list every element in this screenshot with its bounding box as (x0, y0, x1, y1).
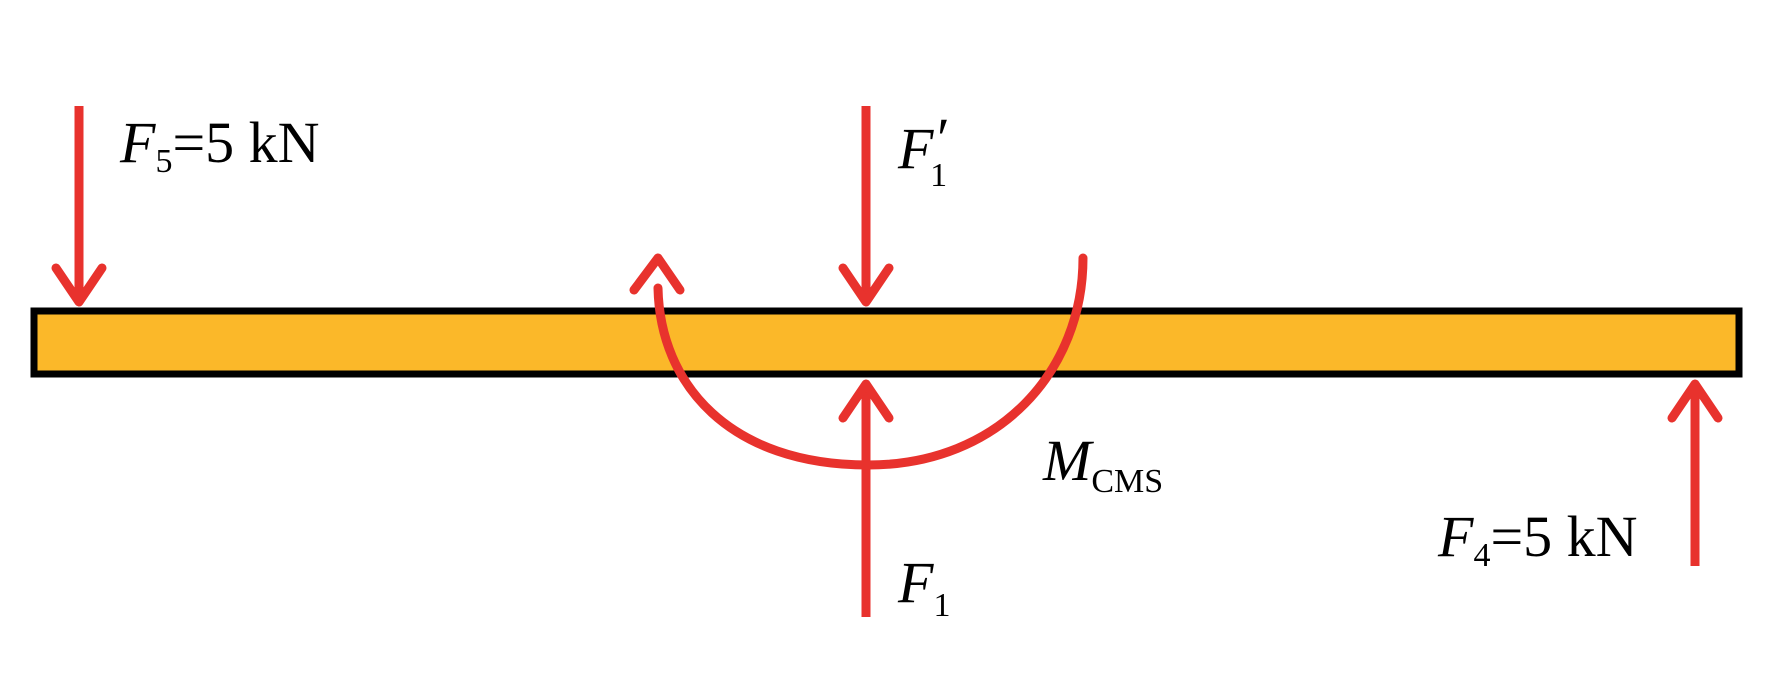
label-f5: F5=5 kN (119, 110, 320, 180)
label-f4: F4=5 kN (1437, 504, 1638, 574)
force-arrow-f1-prime (838, 106, 894, 307)
label-m-cms: MCMS (1042, 428, 1163, 500)
force-arrow-f5 (51, 106, 107, 307)
beam (30, 307, 1743, 378)
label-f1: F1 (897, 550, 950, 624)
force-arrow-f1 (838, 379, 894, 617)
label-f1-prime: F′1 (897, 106, 947, 194)
force-arrow-f4 (1667, 379, 1723, 566)
moment-arc-m-cms (629, 253, 1088, 470)
